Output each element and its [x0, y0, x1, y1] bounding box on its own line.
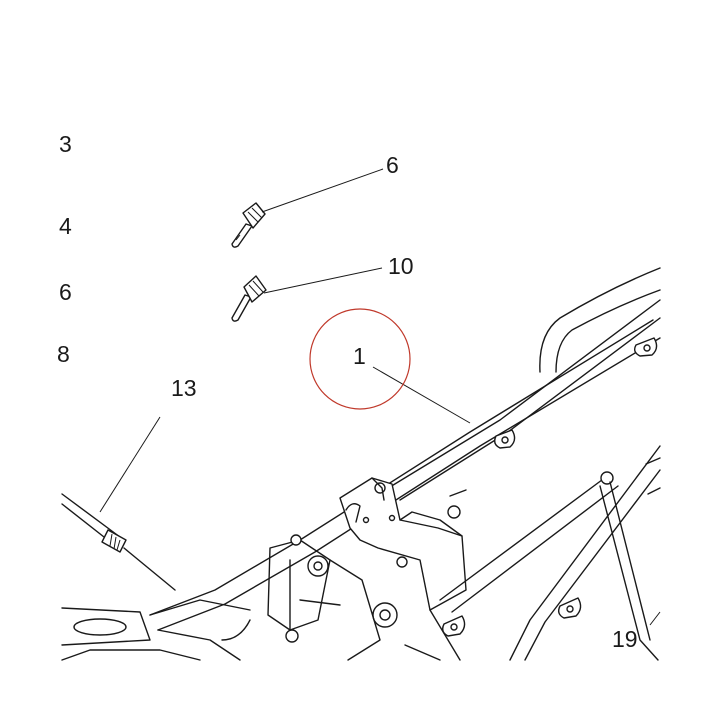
ignition-key-6 [231, 202, 266, 248]
main-frame [149, 267, 661, 661]
leader-line-19 [649, 611, 661, 626]
leader-line-10 [263, 267, 383, 294]
leader-line-1 [372, 366, 471, 424]
callout-8: 8 [57, 341, 70, 367]
callout-4: 4 [59, 213, 72, 239]
lower-left-frame [61, 599, 251, 661]
ignition-key-10 [231, 275, 267, 322]
leader-line-6 [261, 168, 384, 213]
callout-3: 3 [59, 131, 72, 157]
callout-10: 10 [388, 253, 414, 279]
rod-13 [61, 493, 176, 591]
callout-13: 13 [171, 375, 197, 401]
callout-19: 19 [612, 626, 638, 652]
highlight-circle [309, 308, 411, 410]
callout-6-top: 6 [386, 152, 399, 178]
leader-line-13 [99, 416, 161, 513]
callout-1: 1 [353, 343, 366, 369]
callout-6-left: 6 [59, 279, 72, 305]
